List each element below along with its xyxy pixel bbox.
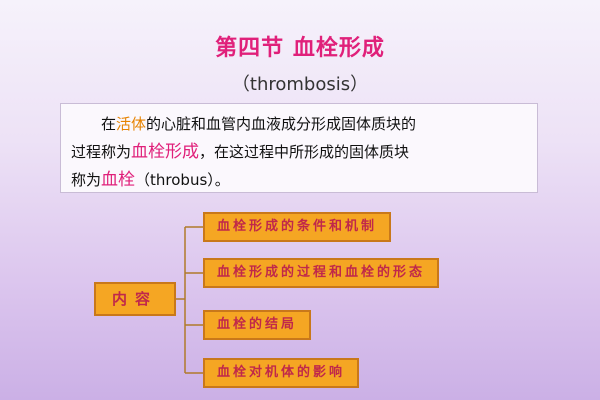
page-subtitle: （thrombosis） — [231, 74, 369, 95]
item-effects-on-body: 血栓对机体的影响 — [203, 358, 360, 388]
highlight-thrombosis: 血栓形成 — [131, 142, 200, 162]
definition-box: 在活体的心脏和血管内血液成分形成固体质块的 过程称为血栓形成，在这过程中所形成的… — [60, 103, 538, 193]
highlight-living-body: 活体 — [116, 115, 147, 133]
item-process-morphology: 血栓形成的过程和血栓的形态 — [203, 258, 440, 288]
definition-line-2: 过程称为血栓形成，在这过程中所形成的固体质块 — [71, 142, 410, 162]
definition-line-1: 在活体的心脏和血管内血液成分形成固体质块的 — [101, 115, 417, 133]
content-label-box: 内容 — [94, 282, 176, 316]
item-outcome: 血栓的结局 — [203, 310, 312, 340]
page-title: 第四节 血栓形成 — [215, 35, 385, 61]
highlight-thrombus: 血栓 — [101, 170, 136, 190]
definition-line-3: 称为血栓（throbus）。 — [71, 170, 230, 190]
item-conditions-mechanism: 血栓形成的条件和机制 — [203, 212, 392, 242]
